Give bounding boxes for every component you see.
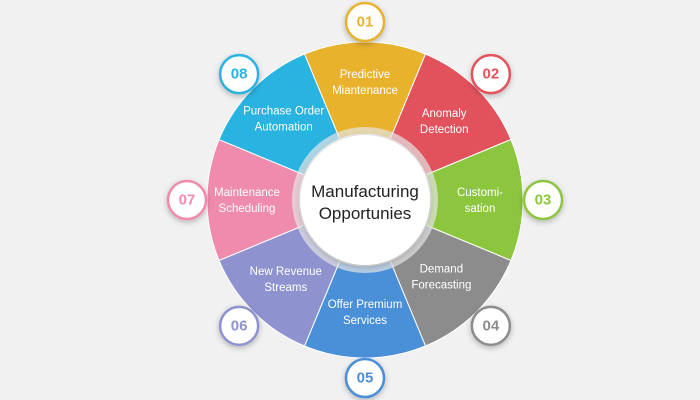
segment-08-label-line1: Purchase Order <box>243 106 324 118</box>
segment-02-label-line1: Anomaly <box>422 108 467 120</box>
segment-01-label-line2: Miantenance <box>332 85 398 97</box>
segment-07-label-line2: Scheduling <box>219 203 276 215</box>
segment-04-label-line2: Forecasting <box>411 279 471 291</box>
segment-06-label-line1: New Revenue <box>250 266 322 278</box>
badge-01-number: 01 <box>357 14 374 31</box>
badge-08-number: 08 <box>231 66 248 83</box>
badge-06 <box>218 305 260 347</box>
segment-03-label-line2: sation <box>465 203 496 215</box>
center-title-line2: Opportunies <box>319 204 412 223</box>
center-circle <box>300 135 430 265</box>
badge-04-number: 04 <box>483 317 500 334</box>
badge-02 <box>470 53 512 95</box>
segment-08-label-line2: Automation <box>255 122 313 134</box>
badge-07 <box>166 179 208 221</box>
badge-04 <box>470 305 512 347</box>
badges-group: 01 02 03 04 05 06 07 08 <box>166 1 564 399</box>
badge-03 <box>522 179 564 221</box>
badge-01 <box>344 1 386 43</box>
badge-03-number: 03 <box>535 192 552 209</box>
segment-05-label-line2: Services <box>343 315 387 327</box>
segments-group <box>206 41 524 359</box>
badge-07-number: 07 <box>179 192 196 209</box>
segment-04-label-line1: Demand <box>420 263 463 275</box>
segment-05-label-line1: Offer Premium <box>328 299 403 311</box>
badge-05 <box>344 357 386 399</box>
segment-07-label-line1: Maintenance <box>214 187 280 199</box>
badge-05-number: 05 <box>357 370 374 387</box>
badge-08 <box>218 53 260 95</box>
segment-labels-group: PredictiveMiantenanceAnomalyDetectionCus… <box>214 69 503 327</box>
badge-02-number: 02 <box>483 66 500 83</box>
center-title-line1: Manufacturing <box>311 182 419 201</box>
segment-03-label-line1: Customi- <box>457 187 503 199</box>
segment-06-label-line2: Streams <box>264 282 307 294</box>
segment-02-label-line2: Detection <box>420 124 469 136</box>
badge-06-number: 06 <box>231 317 248 334</box>
segment-01-label-line1: Predictive <box>340 69 391 81</box>
